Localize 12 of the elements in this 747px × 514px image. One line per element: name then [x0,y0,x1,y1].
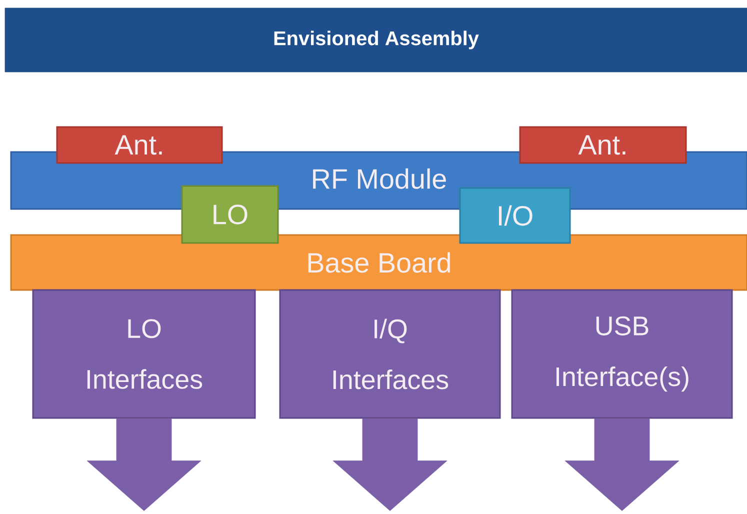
connector-box: LO [181,185,279,244]
interface-box: USB Interface(s) [511,289,733,419]
block-arrow [564,418,680,511]
board-band: Base Board [10,234,747,291]
antenna-box: Ant. [56,126,223,164]
antenna-box: Ant. [519,126,687,164]
interface-box: I/Q Interfaces [279,289,501,419]
block-arrow [332,418,448,511]
interface-box: LO Interfaces [32,289,256,419]
block-arrow [86,418,202,511]
title-banner: Envisioned Assembly [4,8,747,72]
connector-box: I/O [459,187,571,244]
